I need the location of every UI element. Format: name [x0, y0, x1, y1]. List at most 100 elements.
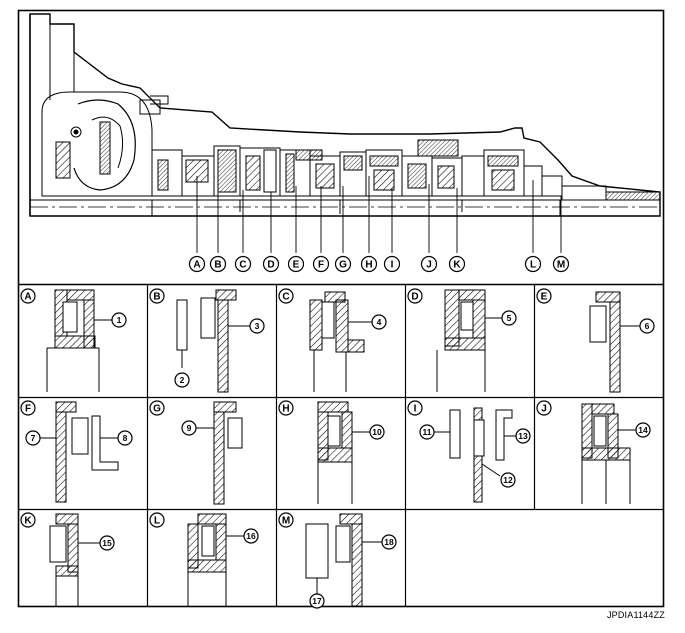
callout-13-label: 13 [518, 431, 528, 441]
callout-16-circle [243, 528, 259, 544]
section-marker-b-label: B [214, 260, 221, 271]
section-marker-l-circle [524, 255, 542, 273]
callout-8-circle [117, 430, 133, 446]
section-marker-j: J [420, 255, 438, 273]
section-marker-a-label: A [193, 260, 200, 271]
section-marker-e-label: E [293, 260, 300, 271]
section-marker-m-circle [552, 255, 570, 273]
panel-g-bearing [196, 401, 243, 505]
panel-c-title-circle [278, 288, 294, 304]
callout-14: 14 [635, 422, 651, 438]
panel-l-title-circle [149, 512, 165, 528]
panel-l-bearing [187, 513, 244, 606]
panel-k-title-label: K [24, 516, 32, 527]
section-marker-k-circle [448, 255, 466, 273]
callout-4-circle [371, 314, 387, 330]
panel-h-title: H [278, 400, 294, 416]
section-marker-e: E [287, 255, 305, 273]
callout-17-label: 17 [312, 596, 322, 606]
panel-h-title-label: H [282, 404, 289, 415]
panel-b-title: B [149, 288, 165, 304]
section-marker-b-circle [209, 255, 227, 273]
panel-i-title: I [407, 400, 423, 416]
section-marker-f-label: F [318, 260, 324, 271]
section-marker-h: H [360, 255, 378, 273]
section-marker-c-circle [234, 255, 252, 273]
callout-10-label: 10 [372, 427, 382, 437]
callout-12: 12 [500, 472, 516, 488]
callout-10: 10 [369, 424, 385, 440]
callout-2-circle [174, 372, 190, 388]
callout-5-label: 5 [507, 313, 512, 323]
panel-f-title-circle [20, 400, 36, 416]
callout-1-label: 1 [117, 315, 122, 325]
callout-9-label: 9 [187, 423, 192, 433]
panel-a-bearing [46, 289, 112, 392]
callout-16: 16 [243, 528, 259, 544]
callout-14-circle [635, 422, 651, 438]
panel-f-bearing [40, 401, 119, 503]
callout-7-circle [25, 430, 41, 446]
panel-m-bearing [305, 513, 382, 607]
panel-h-title-circle [278, 400, 294, 416]
section-marker-c-label: C [239, 260, 246, 271]
figure-id-code: JPDIA1144ZZ [606, 610, 665, 620]
callout-15: 15 [99, 535, 115, 551]
callout-9: 9 [181, 420, 197, 436]
section-marker-e-circle [287, 255, 305, 273]
callout-13-circle [515, 428, 531, 444]
panel-b-title-circle [149, 288, 165, 304]
callout-18-circle [381, 534, 397, 550]
panel-e-bearing [589, 291, 640, 393]
section-marker-k: K [448, 255, 466, 273]
callout-9-circle [181, 420, 197, 436]
section-marker-m-label: M [557, 260, 565, 271]
panel-d-title-circle [407, 288, 423, 304]
panel-c-title: C [278, 288, 294, 304]
panel-c-title-label: C [282, 292, 289, 303]
panel-d-bearing [436, 289, 502, 392]
section-marker-i: I [383, 255, 401, 273]
section-marker-g-label: G [339, 260, 347, 271]
panel-f-title: F [20, 400, 36, 416]
panel-a-title: A [20, 288, 36, 304]
transmission-cross-section [29, 13, 661, 217]
panel-e-title-label: E [541, 292, 548, 303]
panel-m-title: M [278, 512, 294, 528]
callout-17-circle [309, 593, 325, 609]
section-marker-i-label: I [391, 260, 394, 271]
callout-3-circle [249, 318, 265, 334]
callout-12-label: 12 [503, 475, 513, 485]
panel-b-title-label: B [153, 292, 160, 303]
section-marker-l: L [524, 255, 542, 273]
section-marker-d-circle [262, 255, 280, 273]
callout-7-label: 7 [31, 433, 36, 443]
section-marker-d: D [262, 255, 280, 273]
panel-g-title-circle [149, 400, 165, 416]
callout-3: 3 [249, 318, 265, 334]
panel-d-title-label: D [411, 292, 418, 303]
panel-m-title-circle [278, 512, 294, 528]
panel-e-title: E [536, 288, 552, 304]
callout-4: 4 [371, 314, 387, 330]
section-marker-l-label: L [530, 260, 536, 271]
panel-g-title-label: G [153, 404, 161, 415]
callout-12-circle [500, 472, 516, 488]
section-marker-h-circle [360, 255, 378, 273]
panel-k-title-circle [20, 512, 36, 528]
callout-5: 5 [501, 310, 517, 326]
outer-border [17, 9, 665, 608]
callout-11-label: 11 [423, 427, 432, 437]
panel-i-title-label: I [414, 404, 417, 415]
panel-h-bearing [317, 401, 370, 504]
panel-j-title-circle [536, 400, 552, 416]
section-marker-a-circle [188, 255, 206, 273]
section-marker-h-label: H [365, 260, 372, 271]
panel-b-bearing [176, 289, 250, 393]
section-marker-i-circle [383, 255, 401, 273]
callout-3-label: 3 [255, 321, 260, 331]
section-marker-g: G [334, 255, 352, 273]
panel-e-title-circle [536, 288, 552, 304]
callout-6-label: 6 [645, 321, 650, 331]
